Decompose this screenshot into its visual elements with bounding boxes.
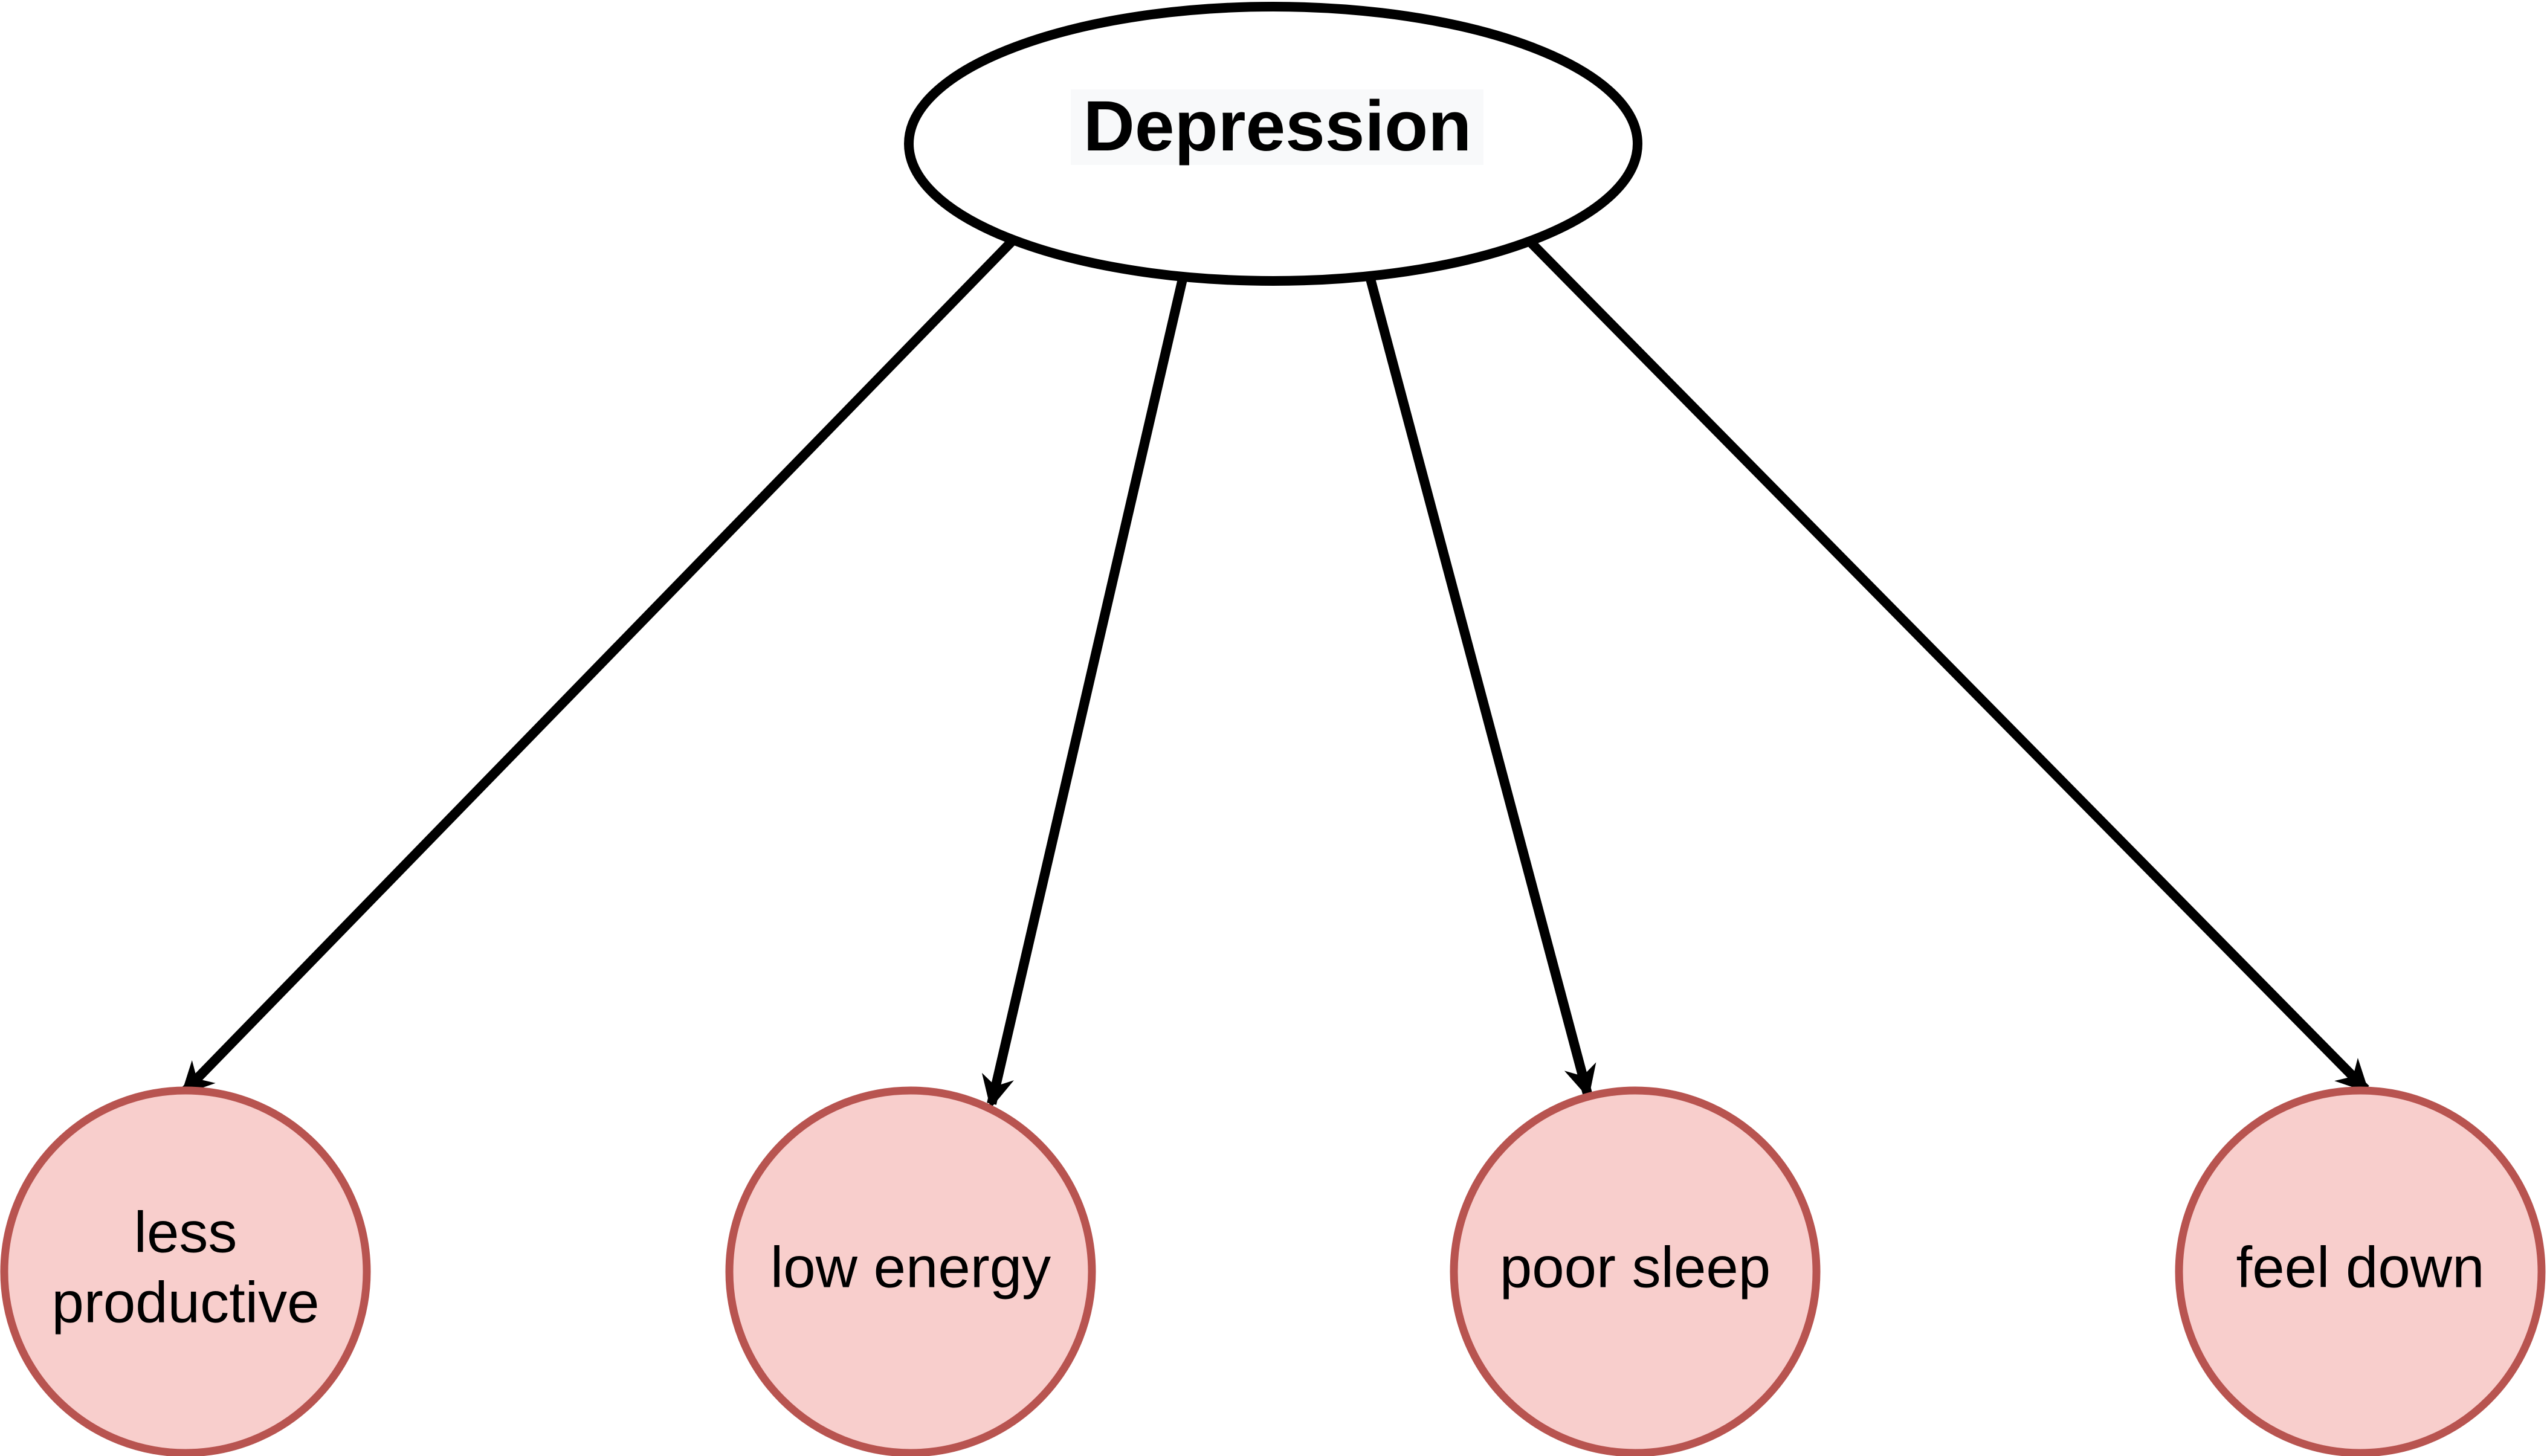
edges-group xyxy=(181,237,2369,1109)
edge-depression-to-low-energy xyxy=(981,278,1187,1109)
child-circle xyxy=(0,1086,371,1456)
child-label-line: poor sleep xyxy=(1500,1235,1771,1300)
child-circle xyxy=(725,1086,1096,1456)
child-node-poor-sleep[interactable]: poor sleep xyxy=(1450,1086,1821,1456)
edge-depression-to-less-productive xyxy=(181,237,1016,1095)
child-node-feel-down[interactable]: feel down xyxy=(2175,1086,2546,1456)
root-label-highlight xyxy=(1071,89,1483,165)
child-circle xyxy=(1450,1086,1821,1456)
child-label-line: low energy xyxy=(770,1235,1051,1300)
edge-depression-to-feel-down xyxy=(1525,237,2369,1093)
child-node-low-energy[interactable]: low energy xyxy=(725,1086,1096,1456)
edge-depression-to-poor-sleep xyxy=(1366,277,1596,1098)
child-label-line: productive xyxy=(52,1270,320,1335)
child-label-line: less xyxy=(134,1200,237,1264)
child-circle xyxy=(2175,1086,2546,1456)
root-node-depression[interactable]: Depression xyxy=(904,2,1642,286)
child-label-line: feel down xyxy=(2236,1235,2485,1300)
root-label: Depression xyxy=(1083,86,1472,166)
